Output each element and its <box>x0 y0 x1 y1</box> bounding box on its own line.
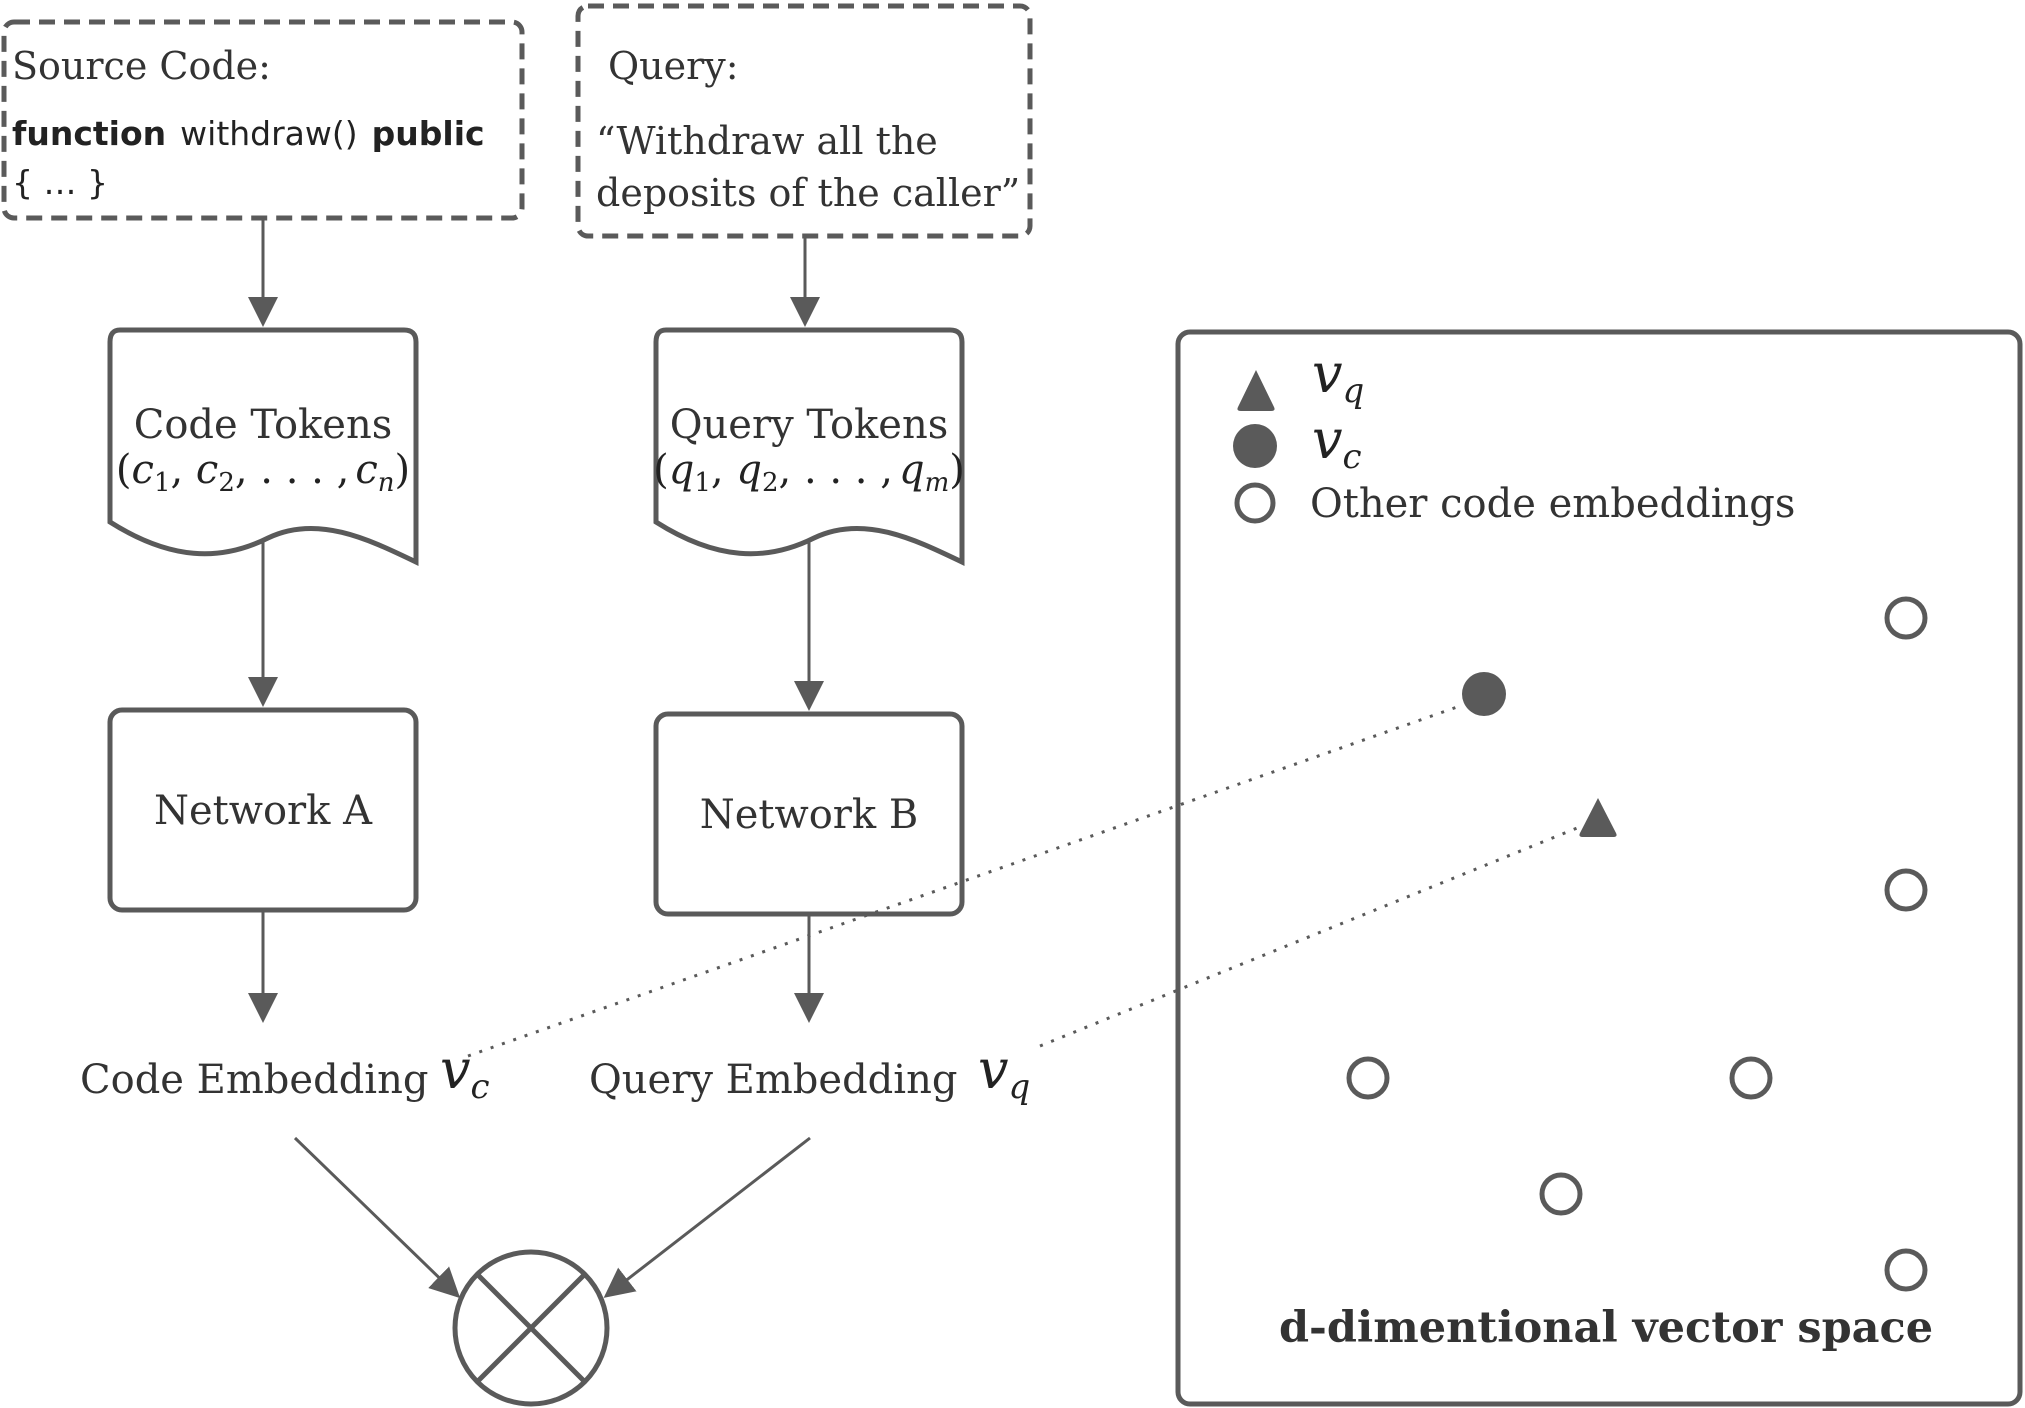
arrow-query-embedding-to-combine <box>603 1136 811 1298</box>
other-embedding-point <box>1539 1172 1583 1216</box>
legend-filled-circle-icon <box>1233 424 1277 468</box>
projection-line-vq <box>1039 824 1583 1048</box>
legend-vq-symbol: vq <box>1312 342 1364 411</box>
query-title: Query: <box>608 44 739 88</box>
query-embedding-label: Query Embedding <box>589 1057 957 1103</box>
projection-line-vc <box>467 704 1461 1058</box>
combine-operator-icon <box>452 1249 610 1407</box>
other-embedding-point <box>1346 1056 1390 1100</box>
vc-point <box>1462 672 1506 716</box>
code-embedding-symbol: vc <box>440 1038 490 1107</box>
legend-vc-symbol: vc <box>1312 408 1362 477</box>
query-tokens-title: Query Tokens <box>670 402 949 448</box>
network-b-label: Network B <box>700 792 919 838</box>
code-tokens-seq: (c1, c2, . . . ,cn) <box>116 447 410 498</box>
code-tokens-doc: Code Tokens (c1, c2, . . . ,cn) <box>107 327 419 566</box>
network-a-box: Network A <box>107 707 419 913</box>
vector-space-title: d-dimentional vector space <box>1279 1303 1933 1353</box>
legend-triangle-icon <box>1237 370 1275 411</box>
source-code-title: Source Code: <box>12 44 271 88</box>
legend-open-circle-icon <box>1234 482 1276 524</box>
vector-space-panel <box>1175 329 2023 1407</box>
other-embedding-point <box>1884 868 1928 912</box>
vq-point <box>1579 798 1617 837</box>
query-box: Query: “Withdraw all the deposits of the… <box>575 3 1033 239</box>
code-tokens-title: Code Tokens <box>134 402 393 448</box>
network-a-label: Network A <box>154 788 373 834</box>
other-embedding-point <box>1884 1248 1928 1292</box>
other-embedding-point <box>1884 596 1928 640</box>
code-embedding-label: Code Embedding <box>80 1057 428 1103</box>
legend-other-label: Other code embeddings <box>1310 481 1795 527</box>
arrow-code-embedding-to-combine <box>293 1136 461 1299</box>
query-line1: “Withdraw all the <box>596 119 938 163</box>
query-embedding-symbol: vq <box>978 1038 1030 1107</box>
query-tokens-doc: Query Tokens (q1, q2, . . . ,qm) <box>653 327 965 566</box>
query-tokens-seq: (q1, q2, . . . ,qm) <box>653 447 965 498</box>
legend: vq vc Other code embeddings <box>1233 342 1795 527</box>
network-b-box: Network B <box>653 711 965 917</box>
source-code-line2: { … } <box>12 163 108 202</box>
other-embedding-point <box>1729 1056 1773 1100</box>
query-line2: deposits of the caller” <box>596 171 1020 215</box>
